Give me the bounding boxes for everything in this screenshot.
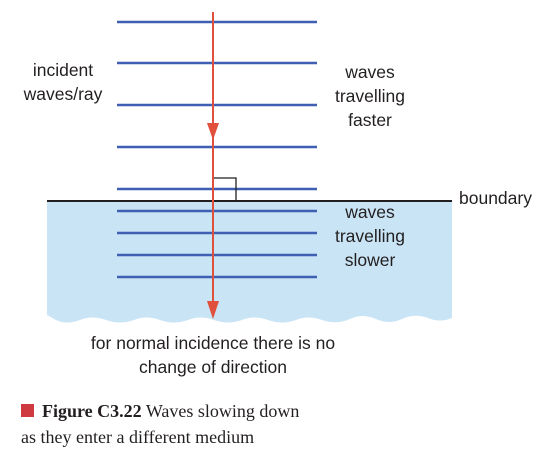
ray-arrowhead-upper — [207, 123, 219, 140]
label-incident-line1: incident — [32, 60, 94, 80]
ray-arrowhead-lower — [207, 301, 219, 319]
label-slower-line1: waves — [345, 202, 395, 222]
label-waves-faster: waves travelling faster — [322, 60, 418, 132]
figure-caption: Figure C3.22 Waves slowing down as they … — [21, 398, 541, 450]
label-faster-line3: faster — [348, 110, 392, 130]
label-slower-line3: slower — [344, 250, 396, 270]
caption-text-line2: as they enter a different medium — [21, 427, 255, 447]
right-angle-marker — [213, 177, 237, 201]
label-normal-incidence-note: for normal incidence there is no change … — [40, 331, 386, 379]
label-faster-line1: waves — [345, 62, 395, 82]
caption-figure-id: Figure C3.22 — [42, 401, 142, 421]
caption-marker-square — [21, 404, 34, 417]
note-line2: change of direction — [139, 357, 287, 377]
label-boundary: boundary — [459, 188, 532, 208]
label-faster-line2: travelling — [334, 86, 406, 106]
label-slower-line2: travelling — [334, 226, 406, 246]
note-line1: for normal incidence there is no — [90, 333, 336, 353]
label-incident-line2: waves/ray — [23, 84, 103, 104]
label-incident-waves: incident waves/ray — [14, 58, 112, 106]
slower-medium-region — [47, 201, 452, 323]
caption-line1: Figure C3.22 Waves slowing down — [21, 398, 541, 424]
label-waves-slower: waves travelling slower — [322, 200, 418, 272]
caption-text-line1: Waves slowing down — [145, 401, 300, 421]
